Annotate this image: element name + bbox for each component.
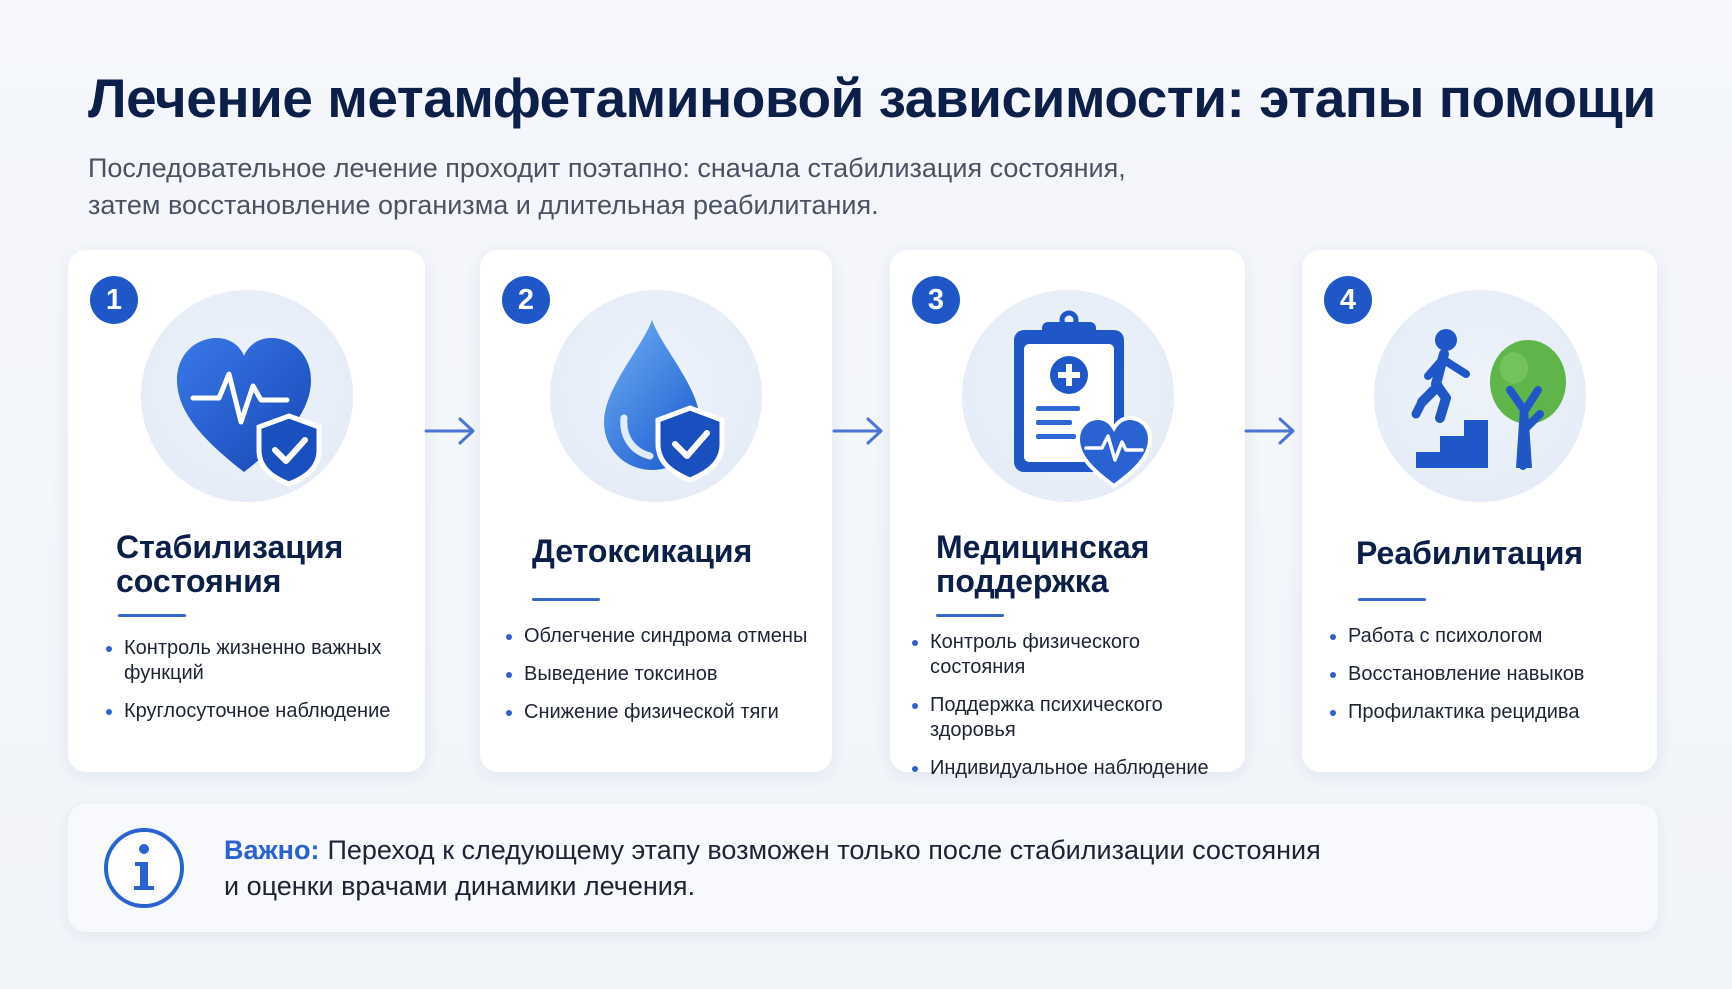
arrow-right-icon xyxy=(832,417,883,445)
title-underline xyxy=(532,598,600,601)
step-title: Реабилитация xyxy=(1356,535,1584,571)
bullet-item: Индивидуальное наблюдение xyxy=(910,756,1235,781)
page-subtitle: Последовательное лечение проходит поэтап… xyxy=(88,150,1238,224)
title-underline xyxy=(1358,598,1426,601)
bullet-item: Контроль жизненно важных функций xyxy=(104,636,394,686)
note-line-1: Переход к следующему этапу возможен толь… xyxy=(327,835,1321,865)
step-card-stabilization: 1 Стабилизация состояния Контроль жизнен… xyxy=(68,250,425,772)
bullet-item: Профилактика рецидива xyxy=(1328,700,1638,725)
bullet-item: Восстановление навыков xyxy=(1328,662,1638,687)
title-underline xyxy=(936,614,1004,617)
step-title: Медицинская поддержка xyxy=(936,529,1150,599)
step-bullets: Облегчение синдрома отмены Выведение ток… xyxy=(504,624,814,738)
step-card-medical-support: 3 Медицинская поддержка Контроль физичес… xyxy=(890,250,1245,779)
arrow-right-icon xyxy=(424,417,475,445)
step-title: Детоксикация xyxy=(532,533,753,569)
bullet-item: Снижение физической тяги xyxy=(504,700,814,725)
arrow-right-icon xyxy=(1244,417,1295,445)
step-bullets: Контроль физического состояния Поддержка… xyxy=(910,630,1235,794)
step-bullets: Контроль жизненно важных функций Круглос… xyxy=(104,636,394,737)
title-underline xyxy=(118,614,186,617)
step-card-detox: 2 Детоксикация Облегчение синдрома отмен… xyxy=(480,250,832,772)
subtitle-line-1: Последовательное лечение проходит поэтап… xyxy=(88,153,1126,183)
clipboard-heart-icon xyxy=(961,290,1174,502)
bullet-item: Контроль физического состояния xyxy=(910,630,1235,680)
note-text: Важно:Переход к следующему этапу возможе… xyxy=(224,832,1474,904)
step-title: Стабилизация состояния xyxy=(116,529,344,599)
page-title: Лечение метамфетаминовой зависимости: эт… xyxy=(88,67,1656,129)
bullet-item: Круглосуточное наблюдение xyxy=(104,699,394,724)
subtitle-line-2: затем восстановление организма и длитель… xyxy=(88,190,879,220)
person-stairs-tree-icon xyxy=(1373,290,1586,502)
important-note: Важно:Переход к следующему этапу возможе… xyxy=(68,804,1658,932)
drop-shield-icon xyxy=(550,290,762,502)
note-label: Важно: xyxy=(224,835,320,865)
step-bullets: Работа с психологом Восстановление навык… xyxy=(1328,624,1638,738)
step-number-badge: 4 xyxy=(1324,276,1372,324)
note-line-2: и оценки врачами динамики лечения. xyxy=(224,871,695,901)
step-number-badge: 1 xyxy=(90,276,138,324)
bullet-item: Выведение токсинов xyxy=(504,662,814,687)
bullet-item: Облегчение синдрома отмены xyxy=(504,624,814,649)
bullet-item: Поддержка психического здоровья xyxy=(910,693,1235,743)
heart-shield-icon xyxy=(140,290,353,502)
step-card-rehabilitation: 4 Реабилитация Работа с психологом Восст… xyxy=(1302,250,1657,772)
info-icon xyxy=(104,828,184,908)
step-number-badge: 2 xyxy=(502,276,550,324)
step-number-badge: 3 xyxy=(912,276,960,324)
bullet-item: Работа с психологом xyxy=(1328,624,1638,649)
